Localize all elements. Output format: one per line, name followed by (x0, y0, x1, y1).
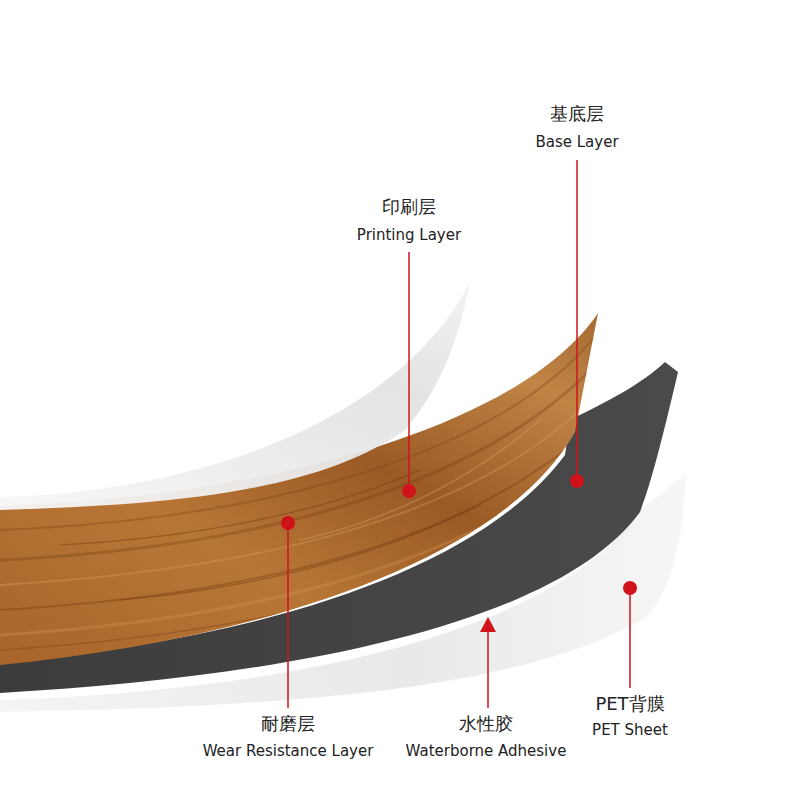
layer-name-zh: 印刷层 (380, 197, 438, 218)
layer-name-en: PET Sheet (590, 722, 670, 739)
leader-lines (288, 160, 630, 708)
layer-name-en: Printing Layer (355, 227, 463, 244)
wear-layer (0, 282, 470, 510)
leader-dots (281, 474, 637, 632)
layer-name-en: Waterborne Adhesive (404, 743, 569, 760)
layer-name-zh: 耐磨层 (259, 714, 317, 735)
layer-name-zh: 水性胶 (457, 714, 515, 735)
layer-name-zh: PET背膜 (593, 694, 666, 715)
layer-name-en: Base Layer (533, 134, 620, 151)
layer-name-zh: 基底层 (548, 104, 606, 125)
wood-grain (0, 330, 600, 650)
layer-name-en: Wear Resistance Layer (201, 743, 376, 760)
